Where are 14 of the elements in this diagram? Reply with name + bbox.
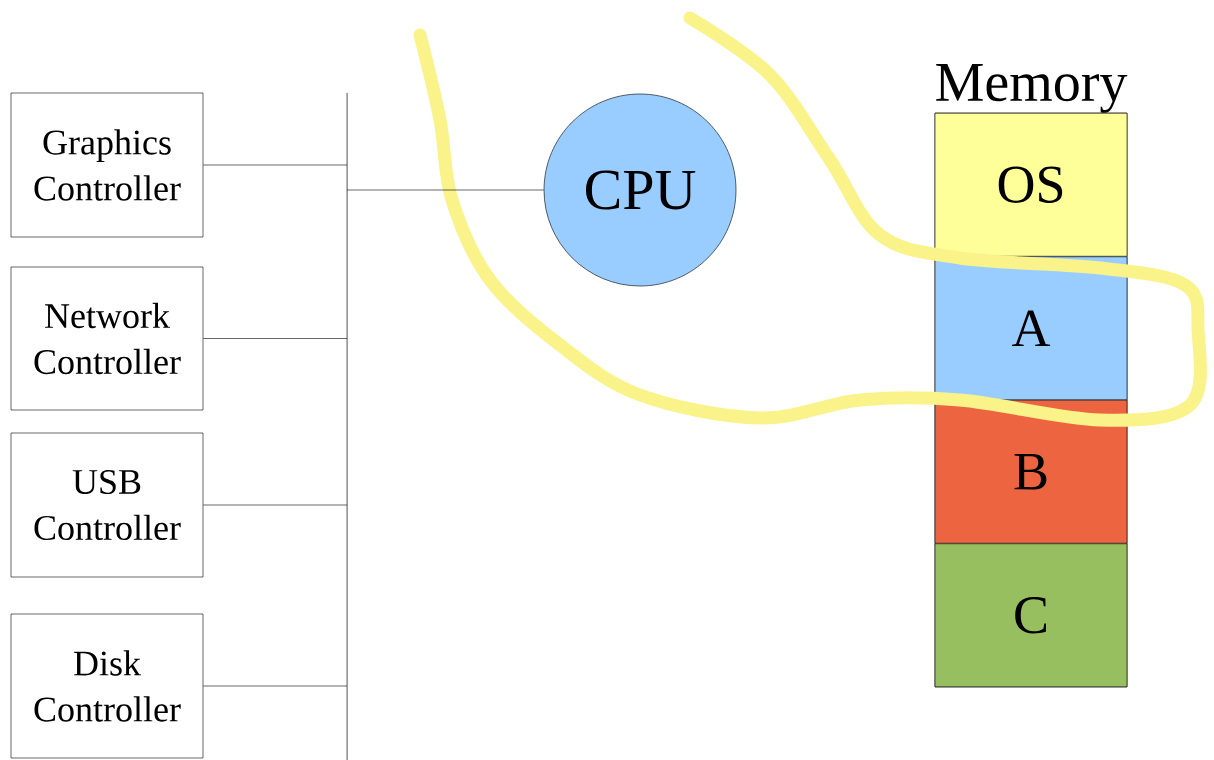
controller-box: USB Controller (10, 432, 204, 578)
memory-segment: A (934, 256, 1128, 401)
controller-box: Network Controller (10, 266, 204, 411)
controller-box: Disk Controller (10, 613, 204, 759)
connector-line (346, 189, 544, 191)
node-label: Memory (936, 64, 1128, 113)
connector-line (203, 164, 348, 166)
connector-line (203, 338, 348, 339)
connector-line (203, 504, 348, 506)
memory-segment: OS (934, 112, 1128, 257)
connector-line (203, 685, 348, 687)
memory-segment: B (934, 399, 1128, 544)
memory-segment: C (934, 543, 1128, 688)
controller-box: Graphics Controller (10, 92, 204, 238)
